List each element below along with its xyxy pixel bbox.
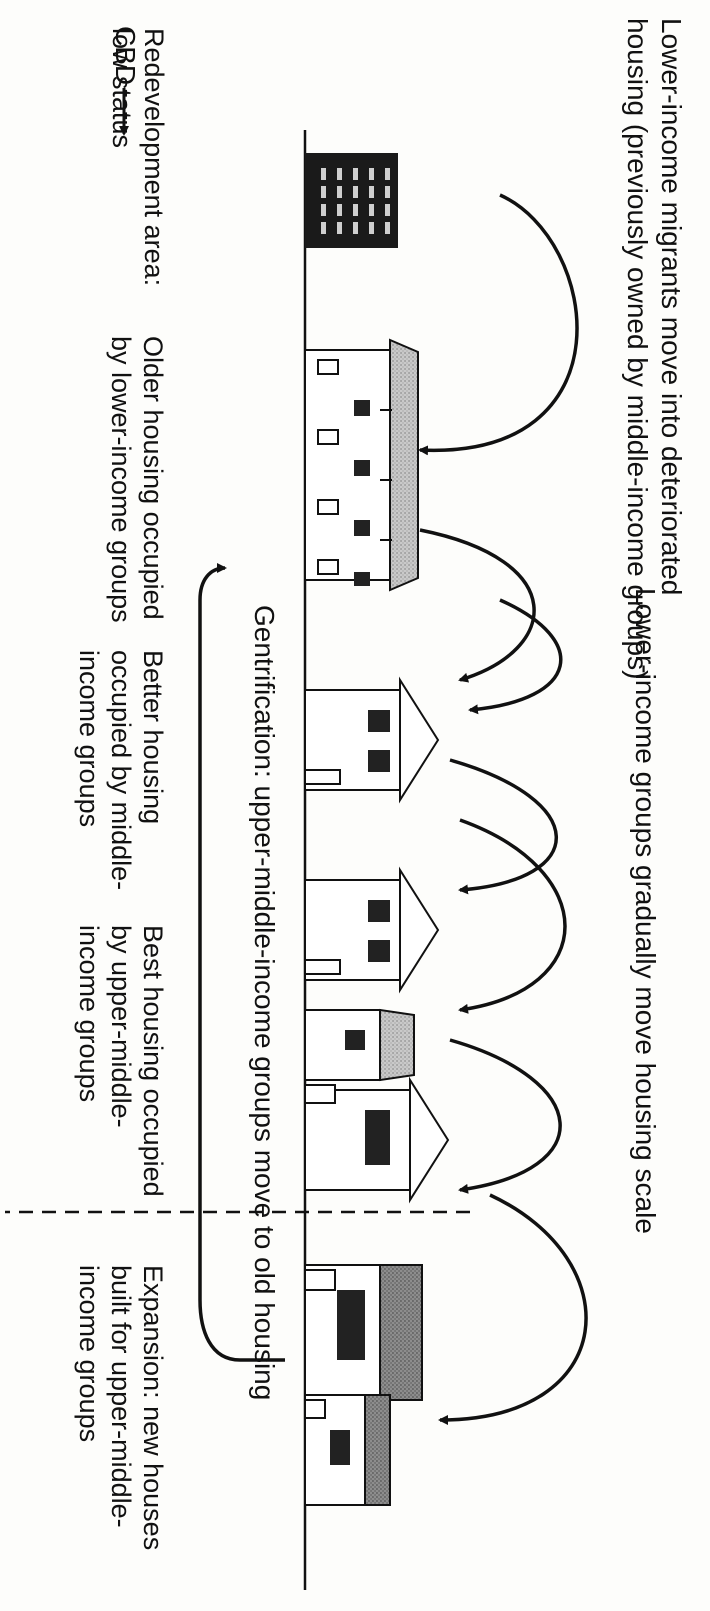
zone-1-line-1: Redevelopment area:: [139, 28, 169, 286]
expansion-house-2: [304, 1394, 391, 1506]
zone-label-best-housing: Best housing occupied by upper-middle- i…: [74, 925, 168, 1197]
better-house-1: [304, 676, 440, 804]
scale-label: Lower-income groups gradually move housi…: [630, 588, 661, 1234]
zone-label-older-housing: Older housing occupied by lower-income g…: [106, 336, 168, 623]
move-arrow-3: [449, 758, 558, 895]
zone-4-line-3: income groups: [74, 925, 104, 1102]
better-house-2: [304, 866, 440, 994]
cbd-building: [305, 153, 398, 248]
move-arrow-6: [438, 1193, 588, 1425]
best-house: [304, 1008, 450, 1204]
migrant-arrow: [418, 193, 579, 456]
zone-3-line-3: income groups: [74, 650, 104, 827]
zone-1-line-2: low status: [107, 28, 137, 148]
zone-4-line-2: by upper-middle-: [106, 925, 136, 1128]
gentrification-label: Gentrification: upper-middle-income grou…: [249, 605, 280, 1400]
cbd-label: CBD: [110, 26, 141, 85]
zone-2-line-2: by lower-income groups: [106, 336, 136, 623]
title-line-2: housing (previously owned by middle-inco…: [622, 18, 653, 679]
gentrification-arrow: [198, 563, 285, 1362]
zone-label-expansion: Expansion: new houses built for upper-mi…: [74, 1265, 168, 1550]
zone-5-line-3: income groups: [74, 1265, 104, 1442]
title-line-1: Lower-income migrants move into deterior…: [656, 18, 687, 595]
move-arrow-1: [419, 528, 536, 683]
older-row-houses: [304, 338, 419, 592]
zone-label-better-housing: Better housing occupied by middle- incom…: [74, 650, 168, 890]
zone-5-line-1: Expansion: new houses: [138, 1265, 168, 1550]
move-arrow-2: [468, 598, 563, 715]
expansion-house-1: [304, 1264, 423, 1401]
zone-5-line-2: built for upper-middle-: [106, 1265, 136, 1528]
move-arrow-5: [449, 1038, 562, 1194]
zone-4-line-1: Best housing occupied: [138, 925, 168, 1197]
zone-3-line-2: occupied by middle-: [106, 650, 136, 890]
rotated-diagram: Lower-income migrants move into deterior…: [5, 18, 687, 1590]
zone-2-line-1: Older housing occupied: [138, 336, 168, 620]
zone-label-redevelopment: Redevelopment area: low status: [107, 28, 169, 286]
move-arrow-4: [458, 818, 567, 1014]
zone-3-line-1: Better housing: [138, 650, 168, 824]
